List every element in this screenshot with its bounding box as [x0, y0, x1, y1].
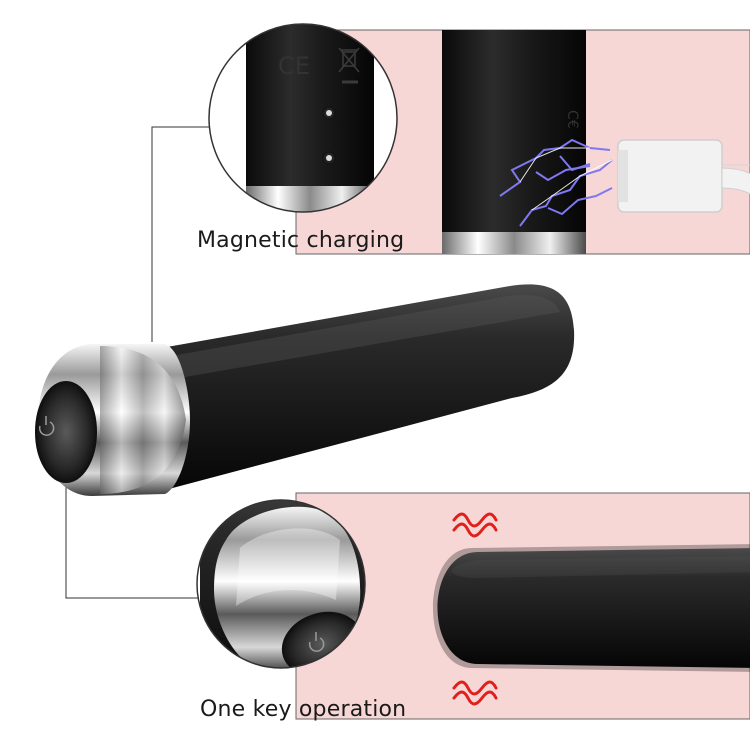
usb-plug-icon [617, 139, 750, 213]
weee-bin-icon [338, 47, 360, 84]
ce-mark-icon: C€ [564, 110, 580, 129]
callout-lines [65, 126, 210, 599]
feature-label-magnetic-charging: Magnetic charging [197, 228, 405, 253]
one-key-operation-panel [295, 492, 750, 720]
feature-label-one-key-operation: One key operation [200, 697, 407, 722]
power-icon[interactable] [38, 416, 55, 436]
ce-mark-icon: CE [278, 52, 310, 80]
vibration-wave-icon [452, 512, 498, 706]
bullet-vibrator-device [35, 284, 575, 496]
power-icon[interactable] [308, 632, 325, 652]
electric-spark-icon [499, 138, 613, 227]
